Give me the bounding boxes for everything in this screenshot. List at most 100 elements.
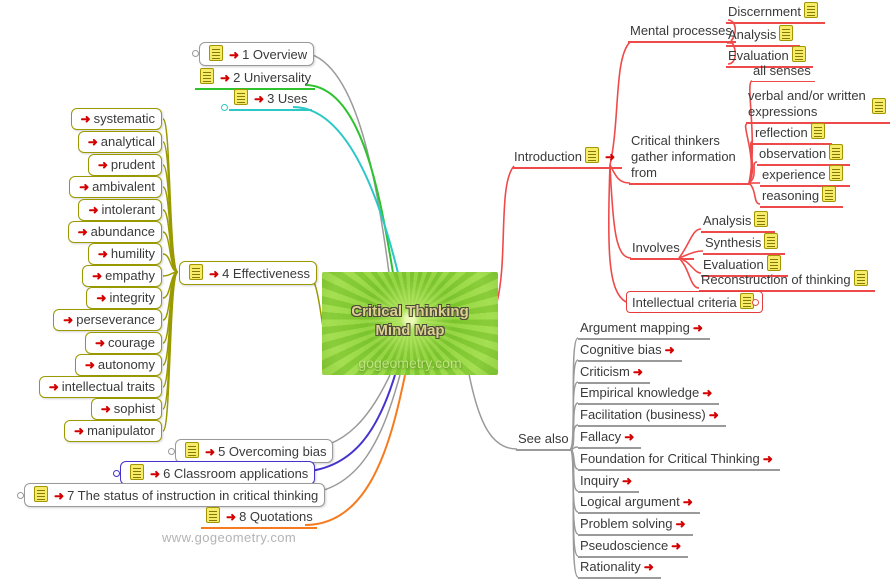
note-icon[interactable] [872, 98, 886, 114]
note-icon[interactable] [779, 25, 794, 41]
link-arrow-icon[interactable]: ➜ [48, 380, 59, 394]
link-arrow-icon[interactable]: ➜ [622, 474, 633, 488]
node-involves[interactable]: Involves [630, 240, 694, 260]
link-arrow-icon[interactable]: ➜ [100, 402, 111, 416]
see-also-logical-argument[interactable]: Logical argument➜ [578, 494, 700, 514]
see-also-cognitive-bias[interactable]: Cognitive bias➜ [578, 342, 682, 362]
root-node-image[interactable]: Critical Thinking Mind Map gogeometry.co… [322, 272, 498, 375]
trait-systematic[interactable]: ➜systematic [70, 108, 162, 130]
note-icon[interactable] [803, 2, 818, 18]
note-icon[interactable] [209, 45, 223, 61]
link-arrow-icon[interactable]: ➜ [92, 269, 103, 283]
node-reconstruction[interactable]: Reconstruction of thinking [699, 270, 875, 292]
trait-prudent[interactable]: ➜prudent [87, 154, 162, 176]
collapse-dot-status[interactable] [17, 492, 24, 499]
note-icon[interactable] [764, 233, 779, 249]
collapse-dot-classroom[interactable] [113, 470, 120, 477]
link-arrow-icon[interactable]: ➜ [96, 291, 107, 305]
note-icon[interactable] [829, 144, 844, 160]
link-arrow-icon[interactable]: ➜ [79, 180, 90, 194]
link-arrow-icon[interactable]: ➜ [150, 467, 161, 481]
node-all-senses[interactable]: all senses [751, 63, 815, 82]
see-also-criticism[interactable]: Criticism➜ [578, 364, 650, 384]
note-icon[interactable] [130, 464, 144, 480]
node-evaluation-mental[interactable]: Evaluation [726, 46, 813, 68]
node-verbal-written[interactable]: verbal and/or written expressions [746, 88, 890, 124]
note-icon[interactable] [34, 486, 48, 502]
link-arrow-icon[interactable]: ➜ [675, 517, 686, 531]
node-analysis-mental[interactable]: Analysis [726, 25, 801, 47]
topic-overcoming-bias[interactable]: ➜5 Overcoming bias [175, 439, 334, 463]
link-arrow-icon[interactable]: ➜ [624, 430, 635, 444]
trait-intolerant[interactable]: ➜intolerant [78, 199, 162, 221]
note-icon[interactable] [754, 211, 769, 227]
see-also-problem-solving[interactable]: Problem solving➜ [578, 516, 693, 536]
link-arrow-icon[interactable]: ➜ [708, 408, 719, 422]
node-evaluation-involves[interactable]: Evaluation [701, 255, 788, 277]
link-arrow-icon[interactable]: ➜ [226, 510, 237, 524]
trait-sophist[interactable]: ➜sophist [90, 398, 162, 420]
see-also-rationality[interactable]: Rationality➜ [578, 559, 661, 579]
link-arrow-icon[interactable]: ➜ [604, 150, 615, 164]
node-see-also[interactable]: See also [516, 431, 573, 451]
link-arrow-icon[interactable]: ➜ [702, 386, 713, 400]
collapse-dot-intellectual-criteria[interactable] [752, 299, 759, 306]
link-arrow-icon[interactable]: ➜ [74, 424, 85, 438]
link-arrow-icon[interactable]: ➜ [762, 452, 773, 466]
topic-status-of-instruction[interactable]: ➜7 The status of instruction in critical… [24, 483, 326, 507]
note-icon[interactable] [791, 46, 806, 62]
link-arrow-icon[interactable]: ➜ [97, 247, 108, 261]
link-arrow-icon[interactable]: ➜ [87, 135, 98, 149]
note-icon[interactable] [810, 123, 825, 139]
see-also-empirical-knowledge[interactable]: Empirical knowledge➜ [578, 385, 720, 405]
see-also-inquiry[interactable]: Inquiry➜ [578, 473, 640, 493]
trait-courage[interactable]: ➜courage [84, 332, 162, 354]
link-arrow-icon[interactable]: ➜ [88, 203, 99, 217]
topic-uses[interactable]: ➜3 Uses [229, 89, 312, 111]
link-arrow-icon[interactable]: ➜ [229, 48, 240, 62]
note-icon[interactable] [853, 270, 868, 286]
topic-universality[interactable]: ➜2 Universality [195, 68, 316, 90]
see-also-foundation[interactable]: Foundation for Critical Thinking➜ [578, 451, 780, 471]
see-also-facilitation[interactable]: Facilitation (business)➜ [578, 407, 726, 427]
link-arrow-icon[interactable]: ➜ [97, 158, 108, 172]
topic-effectiveness[interactable]: ➜4 Effectiveness [179, 261, 317, 285]
node-experience[interactable]: experience [760, 165, 850, 187]
link-arrow-icon[interactable]: ➜ [205, 445, 216, 459]
trait-autonomy[interactable]: ➜autonomy [74, 354, 162, 376]
link-arrow-icon[interactable]: ➜ [692, 321, 703, 335]
note-icon[interactable] [234, 89, 248, 105]
node-analysis-involves[interactable]: Analysis [701, 211, 776, 233]
link-arrow-icon[interactable]: ➜ [209, 267, 220, 281]
trait-empathy[interactable]: ➜empathy [82, 265, 162, 287]
link-arrow-icon[interactable]: ➜ [671, 539, 682, 553]
node-synthesis[interactable]: Synthesis [703, 233, 786, 255]
collapse-dot-uses[interactable] [221, 104, 228, 111]
link-arrow-icon[interactable]: ➜ [632, 365, 643, 379]
link-arrow-icon[interactable]: ➜ [682, 495, 693, 509]
note-icon[interactable] [200, 68, 214, 84]
link-arrow-icon[interactable]: ➜ [84, 358, 95, 372]
see-also-fallacy[interactable]: Fallacy➜ [578, 429, 642, 449]
link-arrow-icon[interactable]: ➜ [254, 92, 265, 106]
note-icon[interactable] [822, 186, 837, 202]
node-discernment[interactable]: Discernment [726, 2, 825, 24]
see-also-argument-mapping[interactable]: Argument mapping➜ [578, 320, 710, 340]
node-reflection[interactable]: reflection [753, 123, 832, 145]
trait-abundance[interactable]: ➜abundance [67, 221, 162, 243]
link-arrow-icon[interactable]: ➜ [54, 489, 65, 503]
node-introduction[interactable]: Introduction➜ [512, 147, 622, 169]
link-arrow-icon[interactable]: ➜ [80, 112, 91, 126]
topic-quotations[interactable]: ➜8 Quotations [201, 507, 317, 529]
note-icon[interactable] [828, 165, 843, 181]
link-arrow-icon[interactable]: ➜ [664, 343, 675, 357]
trait-perseverance[interactable]: ➜perseverance [53, 309, 162, 331]
node-intellectual-criteria[interactable]: Intellectual criteria [626, 291, 763, 313]
trait-ambivalent[interactable]: ➜ambivalent [69, 176, 162, 198]
link-arrow-icon[interactable]: ➜ [94, 336, 106, 350]
link-arrow-icon[interactable]: ➜ [77, 225, 88, 239]
collapse-dot-overview[interactable] [192, 50, 199, 57]
link-arrow-icon[interactable]: ➜ [643, 560, 654, 574]
collapse-dot-overcoming-bias[interactable] [168, 448, 175, 455]
note-icon[interactable] [206, 507, 220, 523]
